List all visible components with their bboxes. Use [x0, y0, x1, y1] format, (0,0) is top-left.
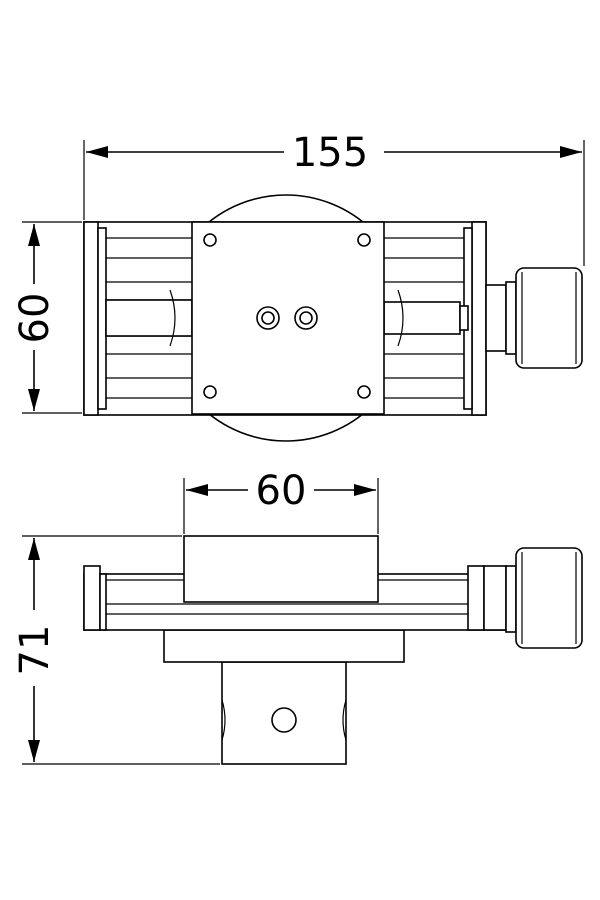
knob-shaft [485, 284, 507, 352]
lead-screw-left [105, 299, 193, 337]
right-rail-lines [384, 237, 464, 399]
side-left-end-block [83, 565, 101, 631]
left-end-cap [83, 221, 99, 416]
center-hole-left-inner [261, 311, 275, 325]
dimension-overall-length: 155 [83, 130, 585, 266]
right-end-cap [471, 221, 487, 416]
rotary-plate [163, 629, 405, 663]
mount-hole-bottom-left [203, 385, 217, 399]
column-hole [271, 707, 297, 733]
dimension-label-60-vertical: 60 [12, 293, 58, 344]
dimension-label-155: 155 [292, 130, 368, 176]
mount-hole-top-right [357, 233, 371, 247]
side-knob-collar [505, 565, 517, 633]
lead-screw-right [383, 301, 461, 335]
left-end-cap-inner [97, 227, 107, 410]
dimension-label-71: 71 [12, 625, 58, 676]
side-right-end-inner [483, 565, 507, 631]
side-view [83, 535, 583, 765]
side-carriage-block [183, 535, 379, 603]
lead-screw-collar [459, 305, 469, 331]
mount-hole-top-left [203, 233, 217, 247]
dimension-side-height: 71 [12, 535, 220, 765]
side-adjustment-knob [515, 547, 583, 649]
side-right-end-block [467, 565, 485, 631]
center-hole-right-inner [299, 311, 313, 325]
top-view [83, 194, 583, 442]
side-left-end-inner [99, 573, 107, 631]
mount-hole-bottom-right [357, 385, 371, 399]
knob-collar [505, 281, 517, 355]
dimension-carriage-width: 60 [183, 468, 379, 534]
dimension-top-height: 60 [12, 221, 82, 414]
adjustment-knob [515, 267, 583, 369]
carriage-plate [191, 221, 385, 415]
dimension-label-60-horizontal: 60 [256, 468, 307, 514]
